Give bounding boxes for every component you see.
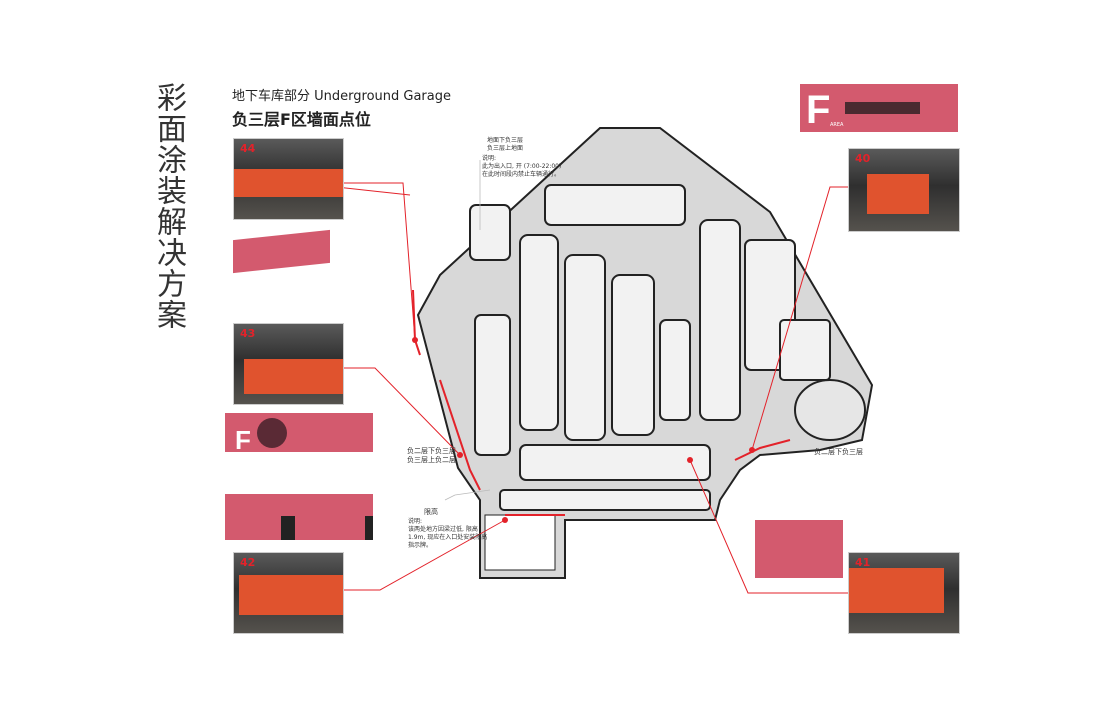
site-photo-40: 40 [848,148,960,232]
city-graphic [845,102,920,114]
tree-graphic [257,418,287,448]
parking-blocks [469,184,866,571]
site-photo-41: 41 [848,552,960,634]
right-mid-note: 负二层下负三层 [814,448,863,456]
site-photo-42: 42 [233,552,344,634]
area-label: AREA [830,122,844,128]
site-photo-44: 44 [233,138,344,220]
note-line: 负三层上地面 [487,145,524,152]
door-graphic [365,516,373,540]
photo-label: 42 [240,556,256,569]
note-line: 在此时间段内禁止车辆通行。 [482,171,561,178]
site-photo-43: 43 [233,323,344,405]
section-heading: 地下车库部分 Underground Garage [232,89,451,104]
photo-label: 40 [855,152,871,165]
photo-label: 43 [240,327,256,340]
note-line: 指示牌。 [408,542,433,549]
note-line: 说明: [482,155,497,162]
limit-note: 说明: 该两处地方因梁过低, 限高 1.9m, 现应在入口处安装限高 指示牌。 [408,518,487,550]
top-note-body: 说明: 此为出入口, 开 (7:00-22:00) 在此时间段内禁止车辆通行。 [482,155,561,179]
marker-dots [412,337,755,523]
page-subtitle: 负三层F区墙面点位 [232,110,371,129]
door-graphic [281,516,295,540]
photo-label: 41 [855,556,871,569]
note-line: 地面下负三层 [487,137,524,144]
note-line: 该两处地方因梁过低, 限高 [408,526,478,533]
note-leaders [444,160,491,501]
wall-design-elevation-right [755,520,843,578]
left-mid-note: 负二层下负三层 负三层上负二层 [407,447,456,465]
note-line: 说明: [408,518,423,525]
f-letter: F [235,425,251,452]
vertical-title: 彩面涂装解决方案 [151,82,186,330]
note-line: 负三层上负二层 [407,456,456,464]
photo-label: 44 [240,142,256,155]
note-line: 负二层下负三层 [407,447,456,455]
wall-design-elevation [225,494,373,540]
limit-title: 限高 [424,508,438,516]
note-line: 此为出入口, 开 (7:00-22:00) [482,163,562,170]
note-line: 1.9m, 现应在入口处安装限高 [408,534,488,541]
f-letter: F [806,88,831,132]
wall-design-tree: F [225,413,373,452]
top-note: 地面下负三层 负三层上地面 [487,137,523,153]
